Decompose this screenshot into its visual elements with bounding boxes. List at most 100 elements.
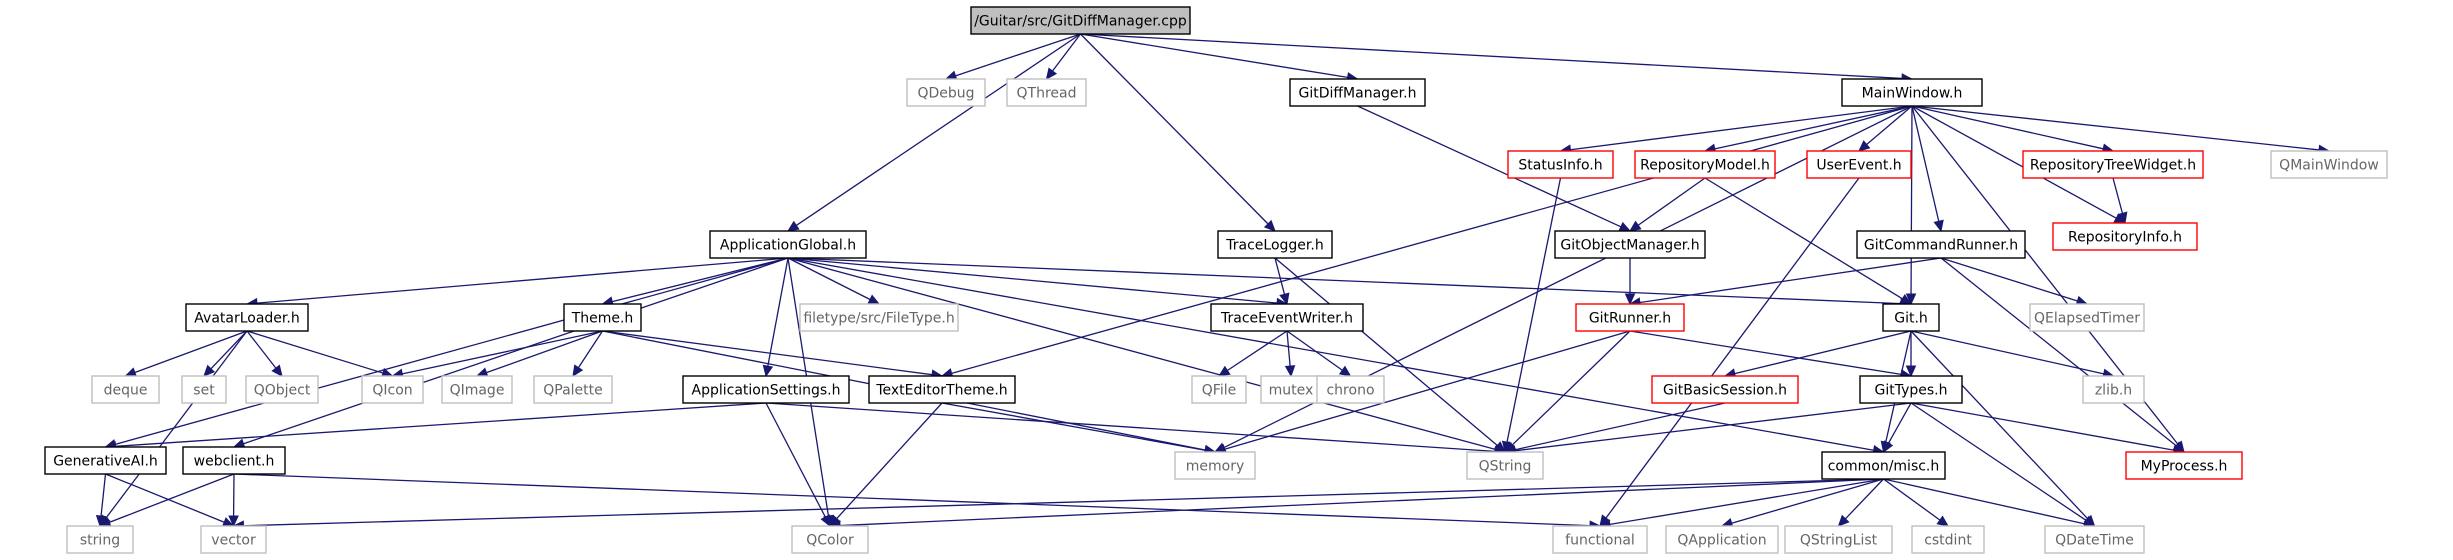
- node-memory: memory: [1174, 451, 1256, 480]
- node-label: QFile: [1202, 383, 1236, 399]
- node-string: string: [66, 525, 134, 554]
- edge-arrowhead: [1338, 365, 1352, 377]
- node-applicationsettings-h[interactable]: ApplicationSettings.h: [682, 375, 850, 404]
- node-label: webclient.h: [194, 454, 275, 470]
- edge-mainwindow-h-to-statusinfo-h: [1559, 105, 1913, 155]
- edge-line: [134, 330, 248, 374]
- edge-line: [1911, 105, 1940, 222]
- node-label: set: [193, 383, 215, 399]
- edge-line: [1714, 105, 1913, 150]
- edge-gittypes-h-to-common-misc-h: [1882, 402, 1912, 454]
- edge-root-to-qthread: [1045, 33, 1082, 80]
- node-box: [682, 375, 850, 404]
- node-label: chrono: [1326, 383, 1374, 399]
- node-gitcommandrunner-h[interactable]: GitCommandRunner.h: [1856, 230, 2026, 259]
- node-label: common/misc.h: [1828, 459, 1940, 475]
- node-repositorymodel-h[interactable]: RepositoryModel.h: [1634, 150, 1776, 179]
- node-mutex: mutex: [1260, 375, 1322, 404]
- node-box: [361, 375, 424, 404]
- node-box: [2044, 525, 2145, 554]
- edge-line: [1286, 330, 1291, 367]
- node-box: [2270, 150, 2388, 179]
- edge-line: [787, 257, 871, 301]
- node-label: cstdint: [1924, 533, 1972, 549]
- node-avatarloader-h[interactable]: AvatarLoader.h: [185, 303, 309, 332]
- node-root[interactable]: /Guitar/src/GitDiffManager.cpp: [970, 6, 1191, 35]
- edge-userevent-h-to-functional: [1599, 177, 1860, 527]
- node-mainwindow-h[interactable]: MainWindow.h: [1841, 78, 1983, 107]
- edge-theme-h-to-qpalette: [572, 330, 604, 378]
- node-qimage: QImage: [441, 375, 513, 404]
- edge-applicationglobal-h-to-git-h: [787, 257, 1913, 309]
- edge-generativeai-h-to-vector: [105, 473, 235, 527]
- edge-line: [1629, 330, 1902, 376]
- node-theme-h[interactable]: Theme.h: [563, 303, 642, 332]
- edge-line: [1910, 330, 2104, 375]
- node-label: memory: [1186, 459, 1245, 475]
- node-vector: vector: [200, 525, 267, 554]
- edge-line: [1844, 478, 1884, 520]
- node-box: [2022, 150, 2204, 179]
- node-label: QThread: [1017, 86, 1077, 102]
- node-git-h[interactable]: Git.h: [1882, 303, 1940, 332]
- edge-arrowhead: [1905, 293, 1917, 306]
- edge-arrowhead: [1618, 221, 1632, 232]
- node-tracelogger-h[interactable]: TraceLogger.h: [1217, 230, 1333, 259]
- edge-root-to-applicationglobal-h: [786, 33, 1081, 232]
- edge-arrowhead: [867, 294, 881, 305]
- edge-line: [1514, 402, 1912, 452]
- edge-line: [787, 257, 1902, 305]
- node-applicationglobal-h[interactable]: ApplicationGlobal.h: [709, 230, 867, 259]
- edge-git-h-to-gittypes-h: [1905, 331, 1917, 378]
- node-qmainwindow: QMainWindow: [2270, 150, 2388, 179]
- node-gitobjectmanager-h[interactable]: GitObjectManager.h: [1554, 230, 1706, 259]
- node-gitrunner-h[interactable]: GitRunner.h: [1575, 303, 1685, 332]
- node-box: [2029, 303, 2145, 332]
- node-qobject: QObject: [245, 375, 319, 404]
- edge-arrowhead: [1045, 67, 1058, 80]
- node-userevent-h[interactable]: UserEvent.h: [1806, 150, 1912, 179]
- node-generativeai-h[interactable]: GenerativeAI.h: [44, 446, 167, 475]
- edge-texteditortheme-h-to-memory: [941, 402, 1217, 456]
- edge-line: [1226, 330, 1288, 372]
- edge-line: [1570, 105, 1913, 151]
- node-gitdiffmanager-h[interactable]: GitDiffManager.h: [1289, 78, 1426, 107]
- node-box: [1911, 525, 1985, 554]
- edge-line: [1511, 330, 1631, 446]
- node-gitbasicsession-h[interactable]: GitBasicSession.h: [1651, 375, 1799, 404]
- edge-webclient-h-to-vector: [228, 473, 239, 528]
- edge-line: [1637, 177, 1706, 226]
- edge-line: [1609, 478, 1884, 526]
- edge-line: [612, 257, 789, 303]
- edge-line: [243, 257, 789, 445]
- edge-line: [1080, 33, 1348, 79]
- node-box: [2125, 451, 2243, 480]
- node-box: [245, 375, 319, 404]
- node-label: QDebug: [917, 86, 974, 102]
- node-myprocess-h[interactable]: MyProcess.h: [2125, 451, 2243, 480]
- edge-avatarloader-h-to-string: [99, 330, 248, 527]
- node-box: [1856, 230, 2026, 259]
- node-box: [44, 446, 167, 475]
- edge-arrowhead: [1933, 219, 1944, 233]
- node-traceeventwriter-h[interactable]: TraceEventWriter.h: [1210, 303, 1364, 332]
- edge-theme-h-to-texteditortheme-h: [602, 330, 944, 380]
- edge-arrowhead: [572, 364, 584, 378]
- node-repositoryinfo-h[interactable]: RepositoryInfo.h: [2052, 222, 2198, 251]
- node-label: UserEvent.h: [1816, 158, 1901, 174]
- edge-applicationsettings-h-to-qcolor: [765, 402, 831, 528]
- node-common-misc-h[interactable]: common/misc.h: [1821, 451, 1946, 480]
- edge-arrowhead: [2117, 211, 2128, 225]
- node-texteditortheme-h[interactable]: TextEditorTheme.h: [868, 375, 1016, 404]
- edge-line: [765, 402, 826, 518]
- edge-line: [1866, 105, 1913, 146]
- node-box: [1006, 78, 1087, 107]
- edge-line: [210, 330, 248, 370]
- node-gittypes-h[interactable]: GitTypes.h: [1859, 375, 1963, 404]
- node-repositorytreewidget-h[interactable]: RepositoryTreeWidget.h: [2022, 150, 2204, 179]
- edge-line: [233, 473, 1591, 527]
- edge-arrowhead: [1624, 293, 1636, 306]
- node-webclient-h[interactable]: webclient.h: [182, 446, 286, 475]
- node-statusinfo-h[interactable]: StatusInfo.h: [1507, 150, 1614, 179]
- edge-arrowhead: [1263, 219, 1276, 232]
